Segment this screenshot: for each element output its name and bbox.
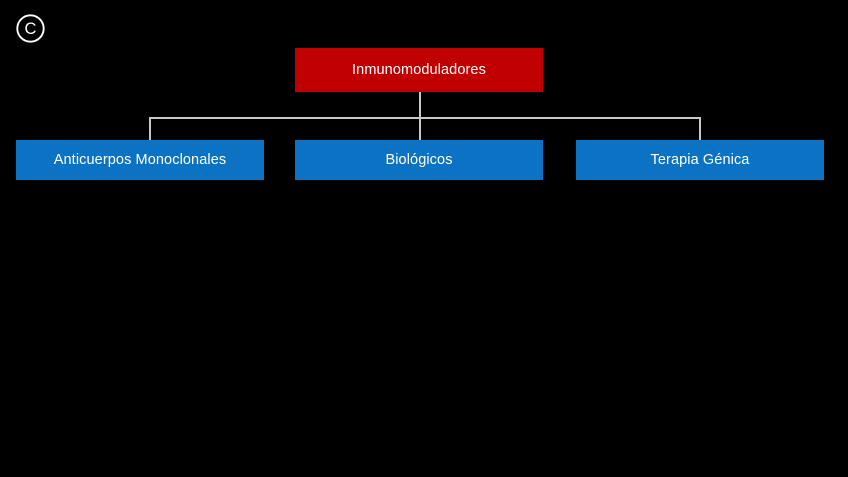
connector-drop-biologicos [419,117,421,140]
connector-bus [149,117,700,119]
node-anticuerpos-monoclonales[interactable]: Anticuerpos Monoclonales [16,140,264,180]
node-label-inmunomoduladores: Inmunomoduladores [352,61,486,78]
copyright-icon: C [15,13,46,44]
connector-trunk [419,92,421,140]
svg-text:C: C [25,20,37,38]
connector-drop-terapia-genica [699,117,701,140]
node-terapia-genica[interactable]: Terapia Génica [576,140,824,180]
node-label-anticuerpos-monoclonales: Anticuerpos Monoclonales [53,151,227,168]
node-label-terapia-genica: Terapia Génica [650,151,750,168]
node-label-biologicos: Biológicos [385,151,453,168]
node-inmunomoduladores[interactable]: Inmunomoduladores [295,48,543,92]
connector-drop-anticuerpos-monoclonales [149,117,151,140]
node-biologicos[interactable]: Biológicos [295,140,543,180]
